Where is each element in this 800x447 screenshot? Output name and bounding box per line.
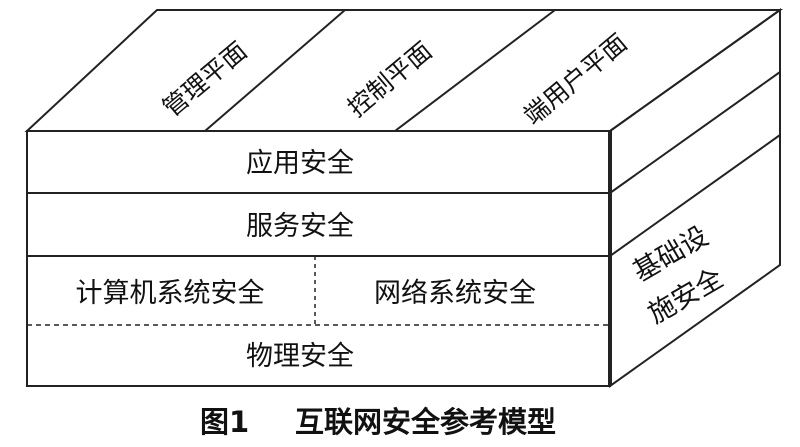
top-divider-1 <box>204 9 346 132</box>
figure-title: 互联网安全参考模型 <box>295 405 556 439</box>
right-face <box>609 8 781 388</box>
right-divider-1 <box>609 71 781 194</box>
layer-label-physical: 物理安全 <box>246 341 354 372</box>
plane-label-end-user: 端用户平面 <box>518 28 632 131</box>
plane-label-management: 管理平面 <box>157 36 252 123</box>
layer-label-computer-system: 计算机系统安全 <box>76 278 265 309</box>
figure-number: 图1 <box>200 405 249 439</box>
right-divider-2 <box>609 134 781 257</box>
top-divider-2 <box>394 9 556 132</box>
layer-label-application: 应用安全 <box>246 148 354 179</box>
layer-label-network-system: 网络系统安全 <box>374 278 536 309</box>
layer-label-service: 服务安全 <box>246 211 354 242</box>
